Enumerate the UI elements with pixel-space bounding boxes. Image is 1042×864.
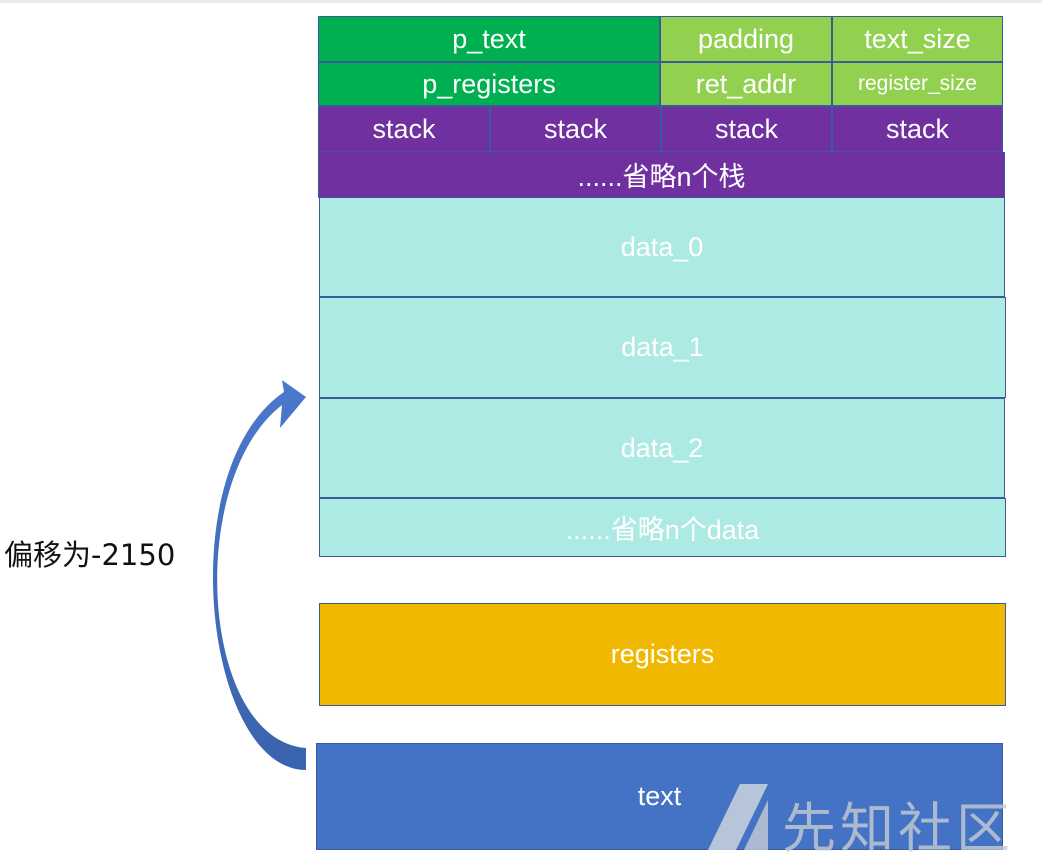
ret-addr-cell: ret_addr [660,62,832,106]
stack-cell: stack [832,106,1003,152]
offset-label: 偏移为-2150 [4,538,176,572]
padding-label: padding [697,23,795,54]
p-text-label: p_text [452,23,526,54]
arrow-body [212,380,306,770]
ret-addr-label: ret_addr [695,68,797,99]
data-block-label: data_1 [621,332,704,362]
data-block-label: data_0 [620,231,704,262]
p-registers-cell: p_registers [318,62,660,106]
stack-label: stack [372,113,436,144]
register-size-label: register_size [857,72,978,95]
p-registers-label: p_registers [422,68,556,99]
stack-omitted-label: ......省略n个栈 [577,162,746,192]
data-block-label: data_2 [620,432,704,463]
registers-label: registers [610,639,715,669]
top-border-line [0,0,1042,3]
data-omitted-block: ......省略n个data [319,498,1006,557]
text-label: text [637,781,682,811]
registers-block: registers [319,603,1006,706]
stack-omitted-cell: ......省略n个栈 [318,152,1005,198]
stack-cell: stack [490,106,661,152]
text-block: text [316,743,1003,850]
p-text-cell: p_text [318,16,660,62]
register-size-cell: register_size [832,62,1003,106]
text-size-label: text_size [864,23,971,54]
watermark-text: 先知社区 [782,797,1014,860]
stack-label: stack [885,113,950,144]
padding-cell: padding [660,16,832,62]
stack-cell: stack [661,106,832,152]
data-block: data_0 [319,197,1005,297]
data-omitted-label: ......省略n个data [565,515,760,545]
data-block: data_2 [319,398,1005,498]
stack-label: stack [543,113,608,144]
stack-label: stack [714,113,779,144]
data-block: data_1 [319,297,1006,398]
stack-cell: stack [318,106,490,152]
text-size-cell: text_size [832,16,1003,62]
watermark-logo-icon [708,784,768,850]
